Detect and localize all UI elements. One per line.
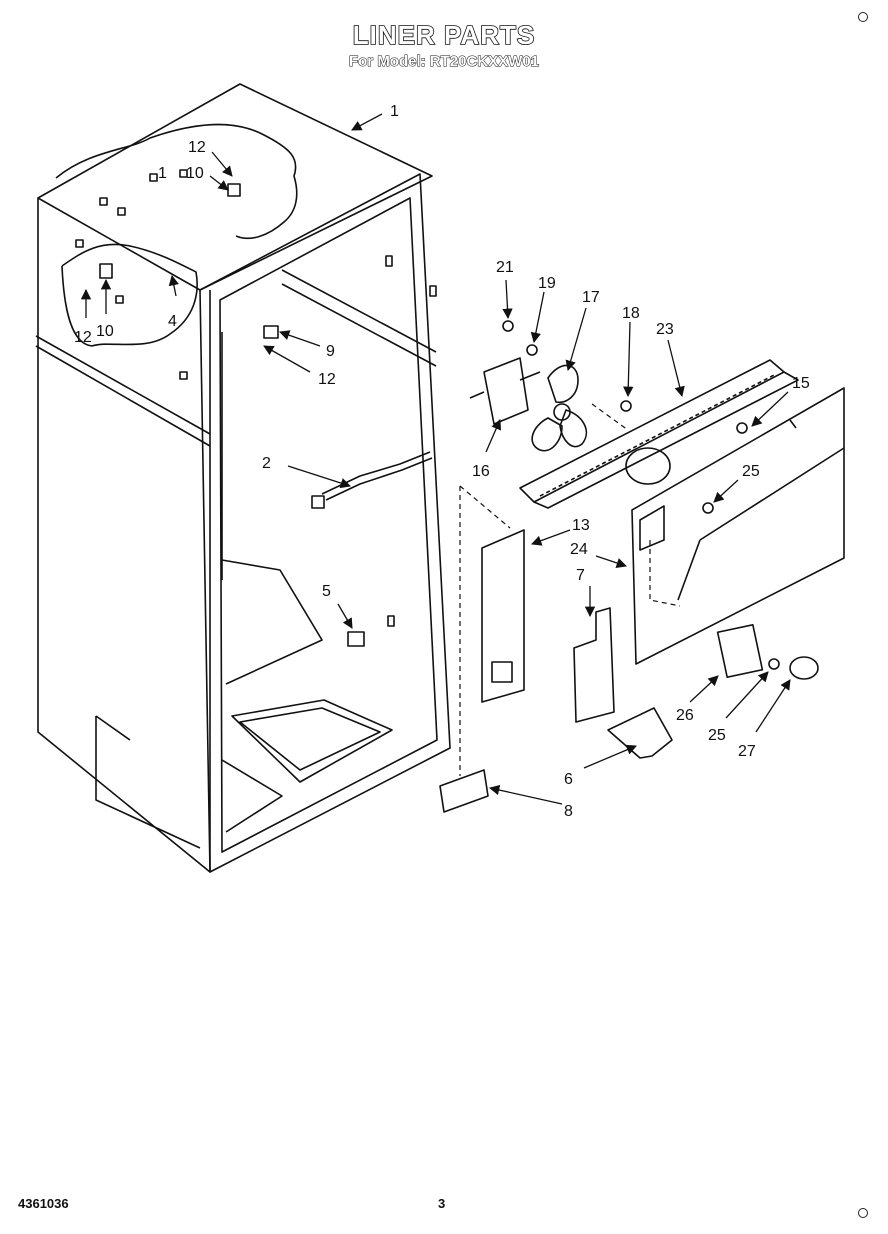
screw — [526, 344, 538, 356]
fan-blade — [531, 364, 588, 452]
cover-plate — [716, 623, 764, 679]
callout-1-secondary: 1 — [158, 165, 167, 182]
trim-strip — [439, 769, 489, 813]
callout-15: 15 — [792, 375, 810, 392]
air-duct — [481, 529, 525, 703]
fan-shroud — [519, 359, 799, 509]
mounting-bracket — [607, 707, 673, 759]
evaporator-fan-motor — [469, 357, 541, 425]
liner-cabinet — [35, 83, 451, 873]
model-subtitle: For Model: RT20CKXXW01 — [348, 53, 540, 71]
callout-6: 6 — [564, 771, 573, 788]
callout-21: 21 — [496, 259, 514, 276]
callout-12-center: 12 — [318, 371, 336, 388]
callout-27: 27 — [738, 743, 756, 760]
corner-mark-bottom-right — [858, 1208, 868, 1218]
screw — [702, 502, 714, 514]
duct-slot — [491, 661, 513, 683]
callout-16: 16 — [472, 463, 490, 480]
screw — [620, 400, 632, 412]
screw — [736, 422, 748, 434]
baffle — [573, 607, 615, 723]
callout-23: 23 — [656, 321, 674, 338]
callout-25-upper: 25 — [742, 463, 760, 480]
callout-8: 8 — [564, 803, 573, 820]
callout-18: 18 — [622, 305, 640, 322]
corner-mark-top-right — [858, 12, 868, 22]
evaporator-cover — [631, 387, 845, 665]
callout-10-left: 10 — [96, 323, 114, 340]
callout-25-lower: 25 — [708, 727, 726, 744]
callout-2: 2 — [262, 455, 271, 472]
callout-12-left: 12 — [74, 329, 92, 346]
document-number: 4361036 — [18, 1196, 69, 1211]
callout-9: 9 — [326, 343, 335, 360]
callout-17: 17 — [582, 289, 600, 306]
callout-19: 19 — [538, 275, 556, 292]
screw — [768, 658, 780, 670]
page-title: LINER PARTS — [352, 19, 536, 51]
callout-5: 5 — [322, 583, 331, 600]
callout-26: 26 — [676, 707, 694, 724]
control-knob — [789, 656, 819, 680]
callout-4: 4 — [168, 313, 177, 330]
callout-13: 13 — [572, 517, 590, 534]
screw — [502, 320, 514, 332]
callout-7: 7 — [576, 567, 585, 584]
callout-24: 24 — [570, 541, 588, 558]
callout-1: 1 — [390, 103, 399, 120]
callout-10: 10 — [186, 165, 204, 182]
page-number: 3 — [438, 1196, 446, 1211]
callout-12: 12 — [188, 139, 206, 156]
